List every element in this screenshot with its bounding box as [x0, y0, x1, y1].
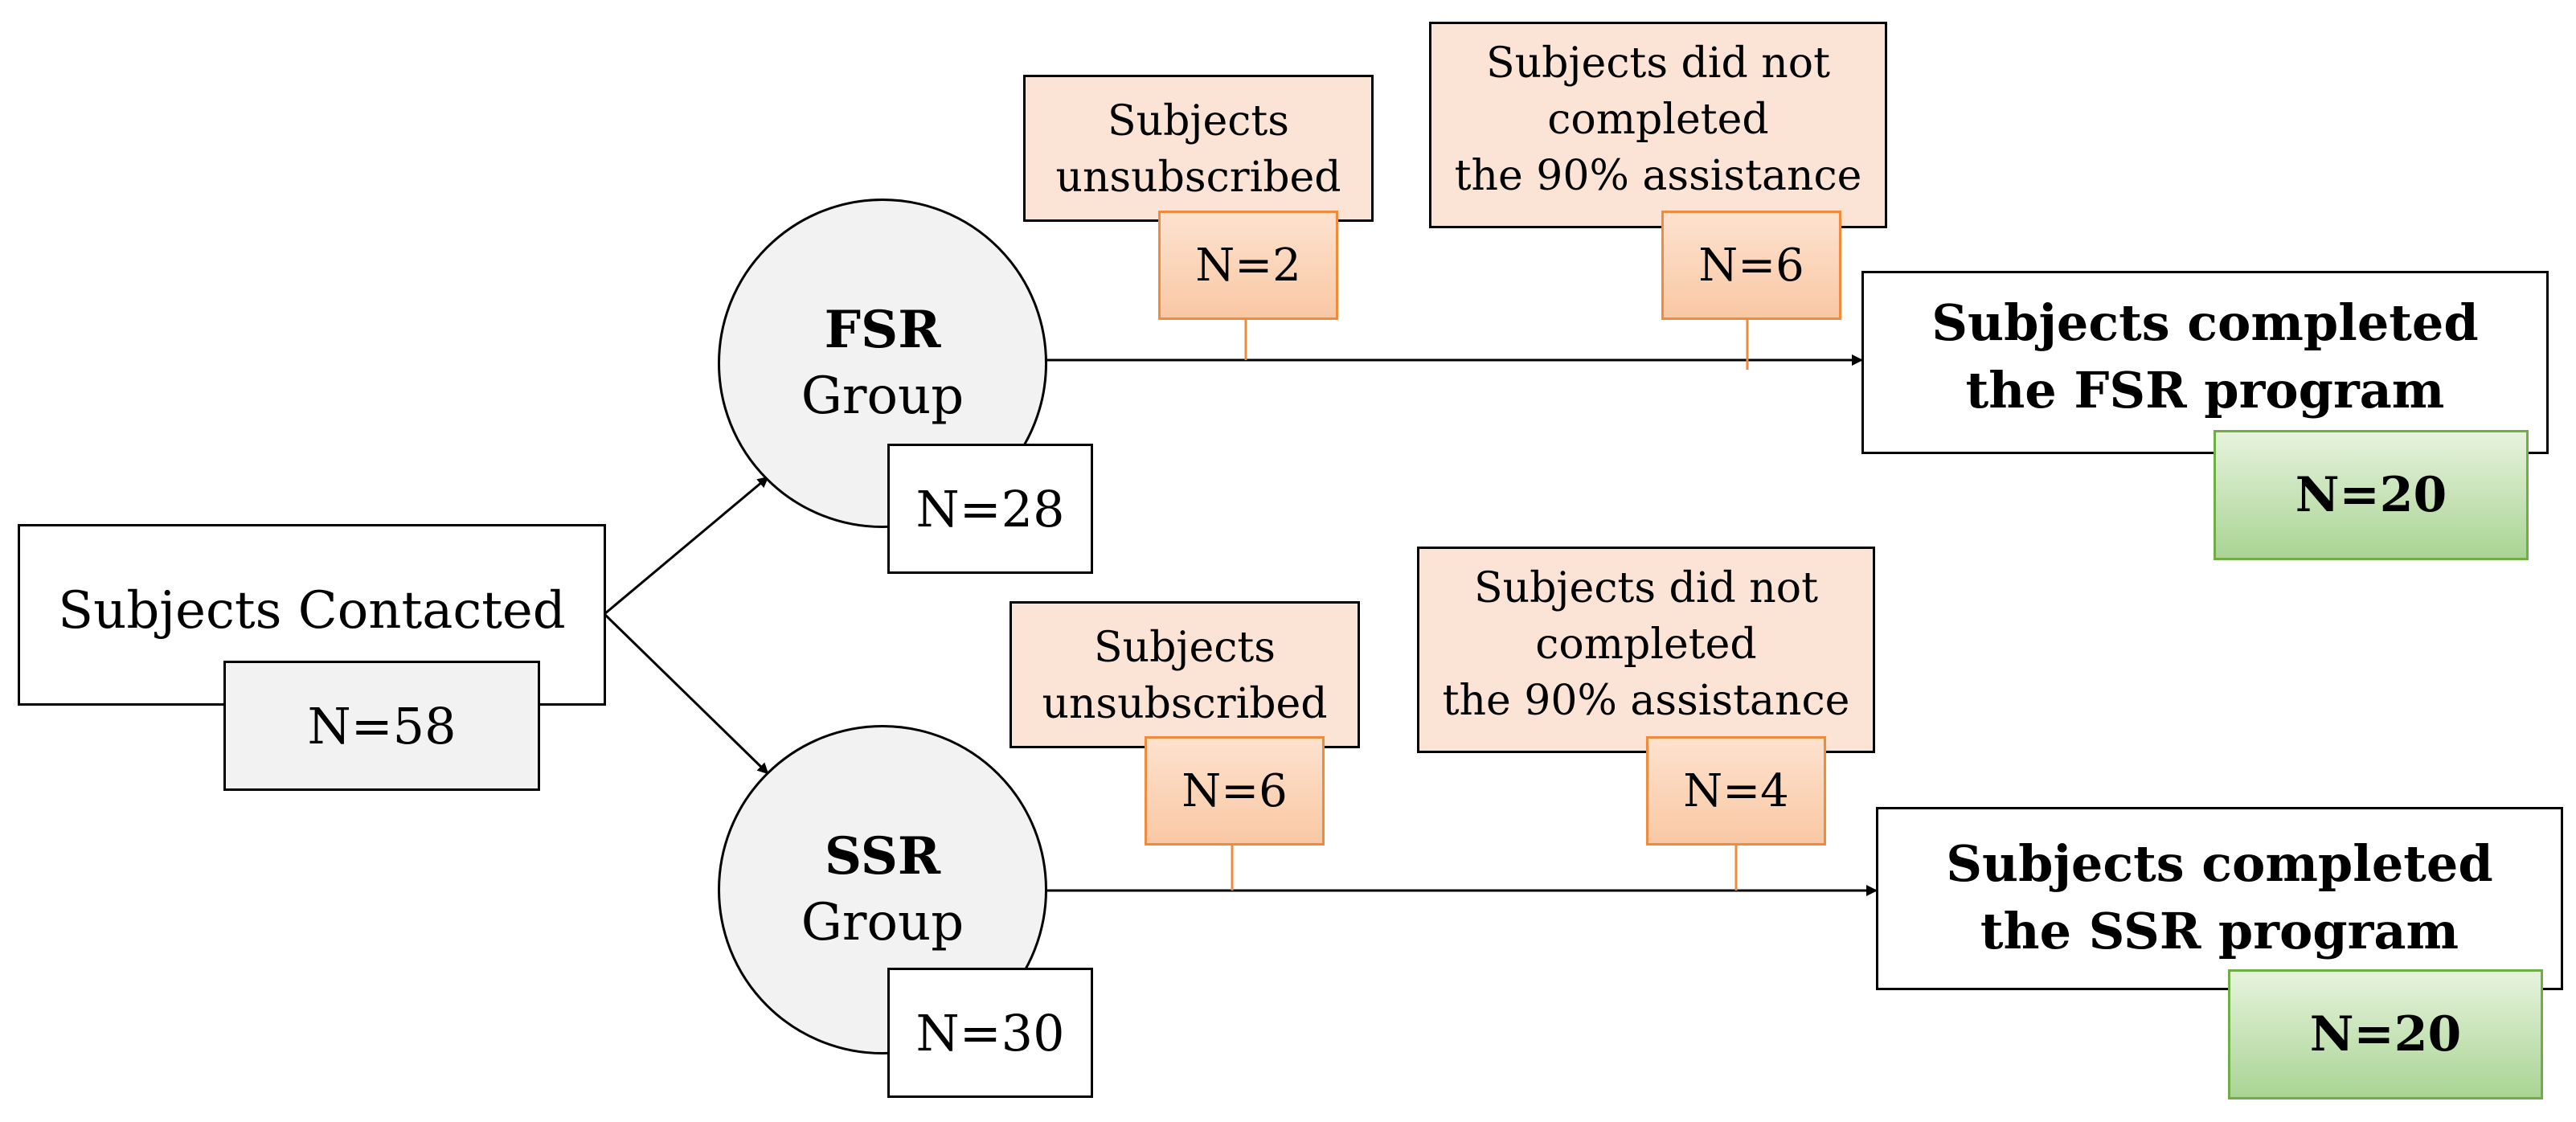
fsr-unsubscribed-n-box: N=2 [1158, 211, 1338, 320]
fsr-incomplete-line1: Subjects did not [1486, 39, 1830, 88]
fsr-incomplete-n-box: N=6 [1661, 211, 1841, 320]
contacted-n: N=58 [307, 696, 457, 756]
ssr-completed-n: N=20 [2309, 1006, 2462, 1063]
fsr-completed-line2: the FSR program [1965, 361, 2445, 420]
fsr-incomplete-line3: the 90% assistance [1454, 152, 1862, 200]
fsr-completed-n-box: N=20 [2214, 430, 2529, 560]
fsr-n: N=28 [915, 479, 1065, 538]
ssr-incomplete-line1: Subjects did not [1474, 564, 1818, 612]
ssr-incomplete-box: Subjects did not completed the 90% assis… [1417, 547, 1875, 753]
ssr-group-suffix: Group [801, 893, 964, 952]
fsr-group-name: FSR [824, 300, 941, 360]
ssr-completed-n-box: N=20 [2228, 969, 2543, 1099]
ssr-unsubscribed-n: N=6 [1182, 764, 1288, 817]
fsr-completed-line1: Subjects completed [1931, 293, 2479, 352]
fsr-incomplete-n: N=6 [1698, 239, 1804, 292]
ssr-incomplete-n: N=4 [1683, 764, 1789, 817]
ssr-completed-box: Subjects completed the SSR program [1876, 807, 2563, 990]
ssr-unsubscribed-line2: unsubscribed [1042, 680, 1328, 728]
ssr-group-name: SSR [824, 826, 941, 887]
ssr-incomplete-line3: the 90% assistance [1442, 677, 1850, 725]
fsr-incomplete-line2: completed [1547, 96, 1769, 144]
ssr-unsubscribed-box: Subjects unsubscribed [1010, 601, 1360, 748]
contacted-n-box: N=58 [223, 661, 540, 791]
fsr-unsubscribed-line2: unsubscribed [1055, 154, 1341, 202]
ssr-unsubscribed-n-box: N=6 [1145, 736, 1325, 846]
ssr-completed-line1: Subjects completed [1946, 834, 2493, 893]
fsr-unsubscribed-box: Subjects unsubscribed [1023, 75, 1374, 222]
ssr-n: N=30 [915, 1003, 1065, 1063]
fsr-incomplete-box: Subjects did not completed the 90% assis… [1429, 22, 1887, 228]
fsr-n-box: N=28 [887, 444, 1093, 574]
fsr-completed-n: N=20 [2295, 467, 2447, 523]
ssr-n-box: N=30 [887, 968, 1093, 1098]
ssr-incomplete-n-box: N=4 [1646, 736, 1826, 846]
ssr-incomplete-line2: completed [1535, 620, 1757, 669]
ssr-completed-line2: the SSR program [1980, 902, 2459, 960]
ssr-unsubscribed-line1: Subjects [1093, 624, 1276, 672]
arrow-to-fsr [604, 476, 769, 616]
fsr-group-suffix: Group [801, 366, 964, 426]
fsr-unsubscribed-n: N=2 [1195, 239, 1301, 292]
contacted-label: Subjects Contacted [58, 581, 566, 641]
fsr-unsubscribed-line1: Subjects [1107, 97, 1289, 145]
fsr-completed-box: Subjects completed the FSR program [1861, 271, 2549, 454]
arrow-to-ssr [603, 612, 769, 775]
